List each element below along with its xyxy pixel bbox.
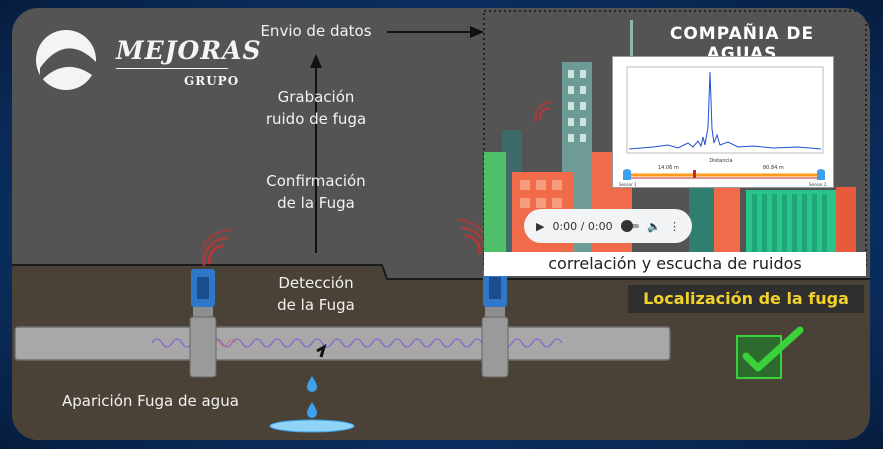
logo-subtitle: GRUPO bbox=[184, 74, 240, 88]
mejoras-logo-icon bbox=[36, 30, 96, 90]
correlation-chart: Distancia 14.06 m 80.84 m Sensor 1 Senso… bbox=[619, 66, 827, 187]
leak-position-marker bbox=[693, 170, 696, 178]
sensor-icon bbox=[481, 269, 509, 378]
more-vertical-icon[interactable]: ⋮ bbox=[669, 219, 680, 233]
leak-detection-diagram: MEJORAS GRUPO Envio de datos Grabación r… bbox=[12, 8, 870, 440]
chart-xlabel: Distancia bbox=[709, 158, 732, 164]
audio-time: 0:00 / 0:00 bbox=[552, 219, 613, 233]
volume-icon[interactable]: 🔈 bbox=[647, 219, 661, 233]
sensor-icon bbox=[189, 269, 217, 378]
water-drop-icon bbox=[269, 376, 355, 433]
localization-banner: Localización de la fuga bbox=[628, 285, 864, 313]
logo-name: MEJORAS bbox=[116, 36, 262, 65]
checkmark-icon bbox=[736, 326, 804, 379]
signal-waves-icon bbox=[202, 228, 233, 267]
signal-waves-icon bbox=[538, 106, 551, 121]
leak-appearance-label: Aparición Fuga de agua bbox=[62, 392, 239, 410]
recording-label: Grabación ruido de fuga bbox=[236, 86, 396, 130]
ground-surface-line bbox=[12, 264, 870, 280]
left-distance-label: 14.06 m bbox=[658, 165, 679, 171]
send-arrow-head bbox=[470, 26, 484, 38]
correlation-banner: correlación y escucha de ruidos bbox=[484, 252, 866, 276]
detection-label-line-1: Detección bbox=[278, 274, 354, 292]
confirmation-label-line-2: de la Fuga bbox=[277, 194, 355, 212]
play-icon[interactable]: ▶ bbox=[536, 219, 545, 233]
right-distance-label: 80.84 m bbox=[763, 165, 784, 171]
audio-progress-knob[interactable] bbox=[620, 220, 633, 232]
pipe-crack bbox=[316, 343, 327, 358]
left-sensor-label: Sensor 1 bbox=[619, 182, 637, 187]
logo-underline bbox=[116, 68, 228, 69]
detection-label: Detección de la Fuga bbox=[236, 272, 396, 316]
correlation-line bbox=[628, 71, 822, 150]
confirmation-label: Confirmación de la Fuga bbox=[236, 170, 396, 214]
send-data-label: Envio de datos bbox=[260, 22, 372, 40]
flow-arrow-head bbox=[310, 54, 322, 68]
recording-label-line-2: ruido de fuga bbox=[265, 110, 367, 128]
company-box-outline bbox=[483, 10, 867, 267]
audio-progress-track[interactable] bbox=[620, 220, 640, 232]
green-building bbox=[746, 190, 836, 262]
sensor-icon bbox=[623, 169, 631, 180]
detection-label-line-2: de la Fuga bbox=[277, 296, 355, 314]
right-sensor-label: Sensor 2 bbox=[809, 182, 827, 187]
confirmation-label-line-1: Confirmación bbox=[266, 172, 366, 190]
sensor-icon bbox=[817, 169, 825, 180]
recording-label-line-1: Grabación bbox=[277, 88, 355, 106]
audio-player[interactable]: ▶ 0:00 / 0:00 🔈 ⋮ bbox=[524, 209, 692, 243]
chart-plot-area bbox=[626, 66, 824, 154]
correlation-chart-panel: Distancia 14.06 m 80.84 m Sensor 1 Senso… bbox=[612, 56, 834, 188]
